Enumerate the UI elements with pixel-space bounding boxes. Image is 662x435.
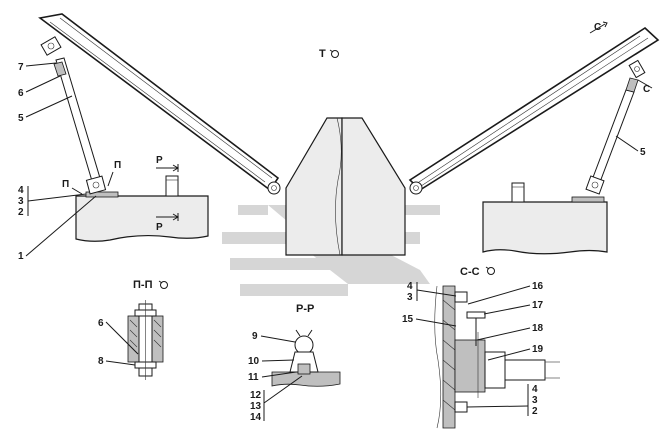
section-ss: С-С 4 3 16 17 15 18 19 (402, 266, 560, 429)
callout-9: 9 (252, 331, 258, 342)
callout-7: 7 (18, 62, 24, 73)
section-ss-title: С-С (460, 266, 480, 278)
cut-mark-p-left: П (62, 179, 69, 190)
section-pp: П-П 6 8 (98, 279, 168, 380)
right-boss (511, 182, 525, 203)
svg-text:14: 14 (250, 412, 262, 423)
callout-6-left: 6 (18, 88, 24, 99)
callout-6-pp: 6 (98, 318, 104, 329)
callout-8: 8 (98, 356, 104, 367)
left-strut (40, 36, 107, 195)
callout-16: 16 (532, 281, 544, 292)
cut-mark-r-lower: Р (156, 222, 163, 233)
section-pp-title: П-П (133, 279, 153, 291)
svg-text:13: 13 (250, 401, 262, 412)
section-rr: Р-Р 9 10 11 12 13 14 (248, 303, 341, 423)
callout-1: 1 (18, 251, 24, 262)
left-boss (165, 175, 179, 197)
right-strut (585, 59, 646, 195)
callout-19: 19 (532, 344, 544, 355)
svg-text:12: 12 (250, 390, 262, 401)
cut-mark-c-top: С (594, 22, 601, 33)
svg-text:4: 4 (532, 384, 538, 395)
svg-text:3: 3 (18, 196, 24, 207)
view-rotation-icon (158, 280, 168, 289)
center-housing (285, 117, 343, 256)
svg-text:4: 4 (18, 185, 24, 196)
callout-10: 10 (248, 356, 260, 367)
callout-stack-rr: 12 13 14 (250, 375, 303, 423)
callout-17: 17 (532, 300, 544, 311)
right-body (482, 201, 608, 255)
view-rotation-icon (329, 49, 339, 58)
callout-5-left: 5 (18, 113, 24, 124)
cut-mark-p-right: П (114, 160, 121, 171)
left-body (75, 195, 209, 242)
svg-text:4: 4 (407, 281, 413, 292)
left-lid (38, 13, 280, 192)
callout-5-right: 5 (640, 147, 646, 158)
callout-18: 18 (532, 323, 544, 334)
svg-text:2: 2 (18, 207, 24, 218)
callout-stack-ss-top: 4 3 (407, 281, 457, 303)
callout-11: 11 (248, 372, 259, 383)
svg-text:3: 3 (532, 395, 538, 406)
cut-mark-r-upper: Р (156, 155, 163, 166)
callout-15: 15 (402, 314, 414, 325)
cut-mark-c-right: С (643, 84, 650, 95)
section-rr-title: Р-Р (296, 303, 314, 315)
svg-text:3: 3 (407, 292, 413, 303)
callout-stack-ss-bottom: 4 3 2 (466, 384, 538, 417)
view-title-t: Т (319, 48, 326, 60)
callout-stack-left: 4 3 2 (18, 185, 87, 218)
right-pad (571, 196, 605, 203)
svg-text:2: 2 (532, 406, 538, 417)
view-rotation-icon (485, 266, 495, 275)
main-view: Т С С П П Р Р 7 6 5 4 3 (18, 13, 660, 262)
